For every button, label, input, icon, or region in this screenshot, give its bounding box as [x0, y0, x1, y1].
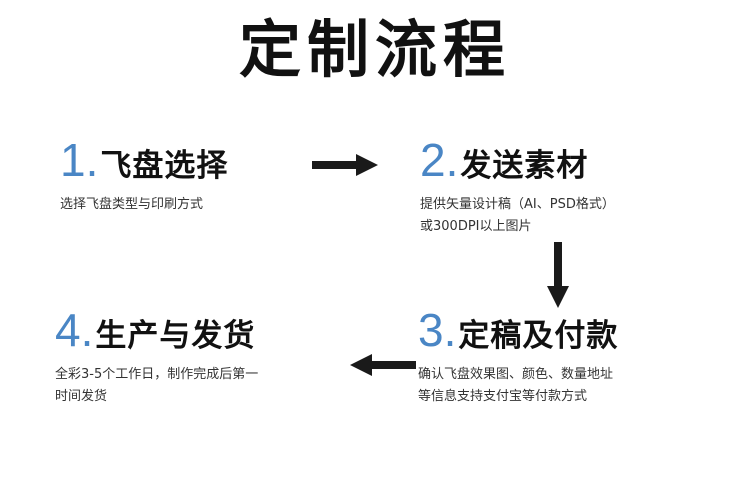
step-1-description: 选择飞盘类型与印刷方式	[60, 194, 228, 216]
arrow-down-icon	[547, 242, 569, 308]
step-1-select-frisbee: 1. 飞盘选择 选择飞盘类型与印刷方式	[60, 136, 228, 216]
step-3-desc-line: 等信息支持支付宝等付款方式	[418, 389, 588, 404]
step-1-desc-line: 选择飞盘类型与印刷方式	[60, 197, 204, 212]
step-2-desc-line: 提供矢量设计稿（AI、PSD格式）	[420, 197, 615, 212]
step-4-dot: .	[80, 304, 94, 356]
step-3-number: 3	[418, 304, 444, 356]
step-1-dot: .	[85, 134, 99, 186]
step-4-description: 全彩3-5个工作日，制作完成后第一 时间发货	[55, 364, 258, 408]
step-2-header: 2. 发送素材	[420, 136, 615, 190]
arrow-right-icon	[312, 154, 378, 176]
step-2-description: 提供矢量设计稿（AI、PSD格式） 或300DPI以上图片	[420, 194, 615, 238]
step-3-desc-line: 确认飞盘效果图、颜色、数量地址	[418, 367, 614, 382]
step-4-desc-line: 全彩3-5个工作日，制作完成后第一	[55, 367, 259, 382]
arrow-left-icon	[350, 354, 416, 376]
step-2-number: 2	[420, 134, 446, 186]
step-1-number: 1	[60, 134, 86, 186]
step-3-dot: .	[443, 304, 457, 356]
page-title: 定制流程	[238, 13, 511, 86]
step-4-desc-line: 时间发货	[55, 389, 108, 404]
step-3-confirm-and-pay: 3. 定稿及付款 确认飞盘效果图、颜色、数量地址 等信息支持支付宝等付款方式	[418, 306, 618, 408]
step-2-dot: .	[445, 134, 459, 186]
step-4-title: 生产与发货	[95, 318, 256, 354]
step-3-title: 定稿及付款	[458, 318, 619, 354]
step-4-number: 4	[55, 304, 81, 356]
step-2-title: 发送素材	[460, 148, 589, 184]
step-4-header: 4. 生产与发货	[55, 306, 258, 360]
step-4-production-shipping: 4. 生产与发货 全彩3-5个工作日，制作完成后第一 时间发货	[55, 306, 258, 408]
step-2-desc-line: 或300DPI以上图片	[420, 219, 532, 234]
step-3-header: 3. 定稿及付款	[418, 306, 618, 360]
step-1-title: 飞盘选择	[100, 148, 229, 184]
step-2-send-assets: 2. 发送素材 提供矢量设计稿（AI、PSD格式） 或300DPI以上图片	[420, 136, 615, 238]
step-1-header: 1. 飞盘选择	[60, 136, 228, 190]
step-3-description: 确认飞盘效果图、颜色、数量地址 等信息支持支付宝等付款方式	[418, 364, 618, 408]
